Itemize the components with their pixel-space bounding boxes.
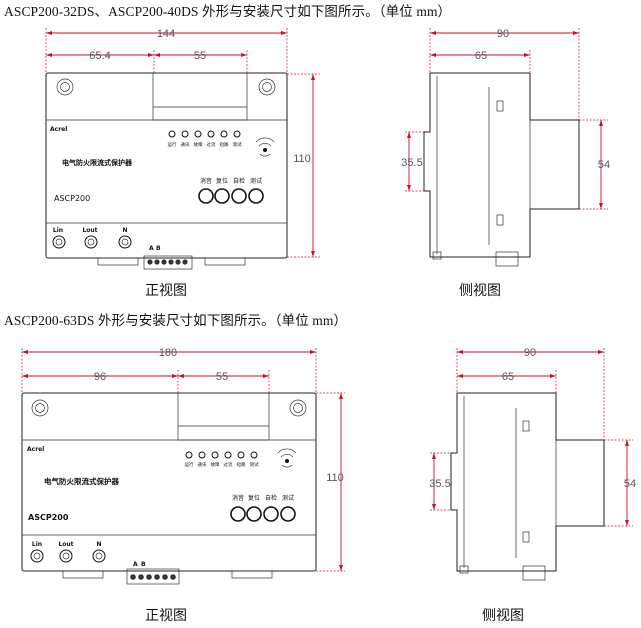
s2-dim-rail-height: 35.5 (429, 478, 450, 490)
s2-led-label: 运行 (185, 461, 194, 468)
s1-push-buttons (198, 188, 264, 204)
s2-dim-left-offset: 96 (94, 371, 106, 383)
s2-dim-total-width: 180 (159, 347, 177, 359)
mounting-screw-icon (31, 399, 307, 417)
s1-led-label: 过流 (207, 141, 216, 148)
s2-led-row (185, 451, 258, 459)
s1-bus-label-a: A (149, 245, 154, 252)
s2-led-label: 故障 (211, 461, 220, 468)
s1-bus-label-b: B (156, 245, 161, 252)
s1-dim-offset: 65 (475, 50, 487, 62)
s1-terminal-label: Lin (53, 227, 63, 234)
s2-led-label: 过流 (224, 461, 233, 468)
s1-dim-window-width: 55 (194, 50, 206, 62)
s1-dim-total-width: 144 (157, 28, 175, 40)
s1-terminal-label: N (122, 227, 127, 234)
s1-screw-terminals (52, 235, 132, 249)
s1-button-label: 自检 (233, 177, 245, 185)
s2-terminal-label: Lout (58, 541, 73, 548)
s1-led-label: 测试 (233, 141, 242, 148)
s2-terminal-label: N (96, 541, 101, 548)
s1-terminal-label: Lout (82, 227, 97, 234)
s2-screw-terminals (30, 549, 106, 563)
s1-led-row (168, 130, 241, 138)
section2-side-caption: 侧视图 (482, 609, 524, 624)
s2-button-label: 消音 (232, 494, 244, 502)
s1-led-label: 故障 (194, 141, 203, 148)
section1-title: ASCP200-32DS、ASCP200-40DS 外形与安装尺寸如下图所示。（… (4, 4, 452, 19)
section2-front-caption: 正视图 (145, 609, 187, 624)
s1-button-label: 复位 (216, 177, 228, 185)
s1-dim-rail-height: 35.5 (401, 157, 422, 169)
s2-dim-offset: 65 (502, 371, 514, 383)
s2-device-name: 电气防火限流式保护器 (44, 476, 119, 486)
s2-push-buttons (230, 506, 296, 522)
s2-led-label: 通讯 (198, 461, 207, 468)
section2-title: ASCP200-63DS 外形与安装尺寸如下图所示。（单位 mm） (4, 313, 348, 328)
section1-side-body (423, 72, 580, 267)
s2-button-label: 自检 (265, 494, 277, 502)
s2-dim-depth: 90 (524, 347, 536, 359)
s2-dim-height: 110 (326, 472, 344, 484)
section2-side-dimensions (430, 348, 633, 527)
s1-model-label: ASCP200 (54, 194, 90, 203)
s1-brand-logo: Acrel (50, 126, 67, 133)
s2-brand-logo: Acrel (27, 446, 44, 453)
s2-led-label: 测试 (250, 461, 259, 468)
s1-device-name: 电气防火限流式保护器 (62, 158, 133, 167)
section1-front-caption: 正视图 (145, 284, 187, 299)
s1-button-label: 消音 (200, 177, 212, 185)
s2-button-label: 测试 (282, 494, 294, 502)
s1-led-label: 短路 (220, 141, 229, 148)
s1-dim-depth: 90 (497, 28, 509, 40)
wifi-signal-icon (277, 448, 297, 468)
s1-led-label: 运行 (168, 141, 177, 148)
s2-led-label: 短路 (237, 461, 246, 468)
section2-front-body (21, 392, 317, 585)
s2-model-label: ASCP200 (28, 513, 69, 522)
s1-dim-front-height: 54 (598, 159, 610, 171)
s2-dim-window-width: 55 (216, 371, 228, 383)
section2-front-dimensions (21, 348, 345, 572)
s2-bus-label-a: A (133, 561, 138, 568)
s2-button-label: 复位 (248, 494, 260, 502)
s1-dim-left-offset: 65.4 (89, 50, 110, 62)
s1-button-label: 测试 (250, 177, 262, 185)
s1-dim-height: 110 (293, 153, 311, 165)
section2-side-body (450, 392, 605, 581)
s1-led-label: 通讯 (181, 141, 190, 148)
s2-dim-front-height: 54 (624, 478, 636, 490)
s2-bus-label-b: B (141, 561, 146, 568)
s2-bus-connector (130, 574, 176, 580)
wifi-signal-icon (255, 137, 275, 157)
section1-side-dimensions (405, 28, 608, 210)
section1-side-caption: 侧视图 (459, 284, 501, 299)
s2-terminal-label: Lin (32, 541, 42, 548)
mounting-screw-icon (56, 78, 276, 96)
section1-front-dimensions (45, 28, 320, 258)
section1-front-body (45, 72, 288, 270)
s1-bus-connector (147, 259, 188, 265)
